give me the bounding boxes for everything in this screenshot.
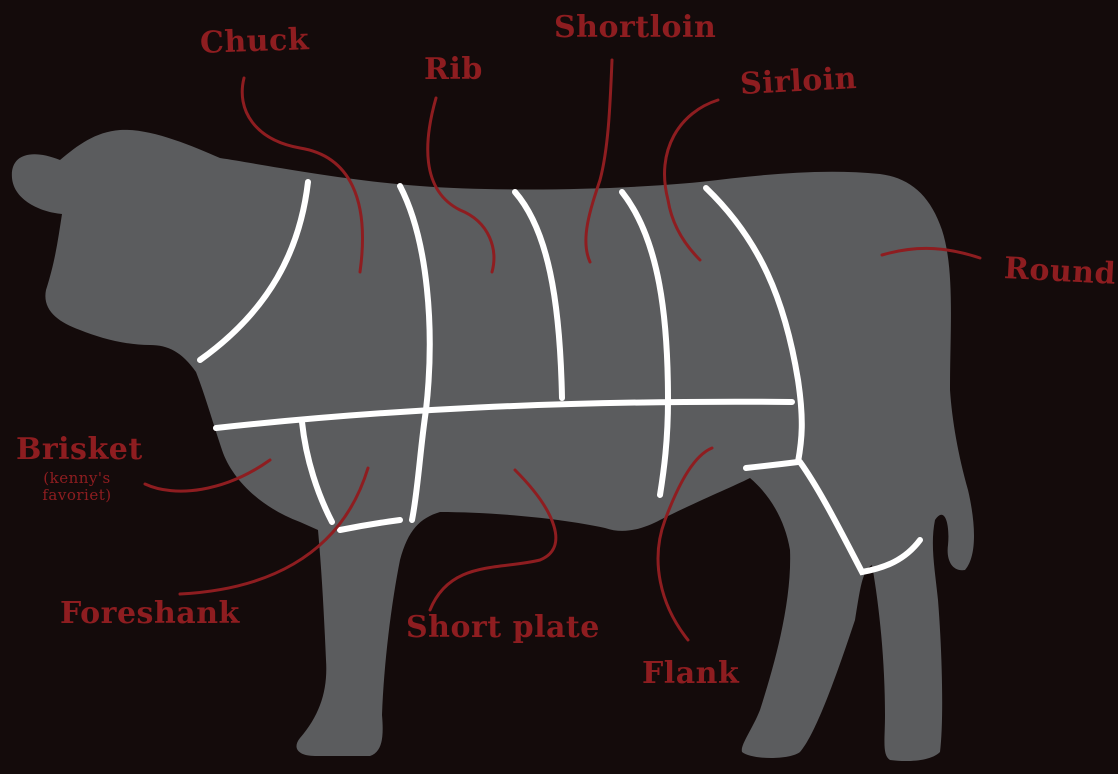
label-sirloin: Sirloin [739,61,858,102]
label-flank: Flank [642,656,739,691]
brisket-note-line-2: favoriet) [22,487,132,504]
cow-silhouette [12,130,974,761]
label-foreshank: Foreshank [60,596,240,631]
label-brisket-note: (kenny's favoriet) [22,470,132,504]
label-rib: Rib [424,52,483,87]
brisket-note-line-1: (kenny's [22,470,132,487]
label-brisket: Brisket [16,432,143,467]
label-short-plate: Short plate [406,610,600,645]
label-chuck: Chuck [199,22,309,61]
label-round: Round [1003,251,1117,292]
label-shortloin: Shortloin [554,10,716,45]
